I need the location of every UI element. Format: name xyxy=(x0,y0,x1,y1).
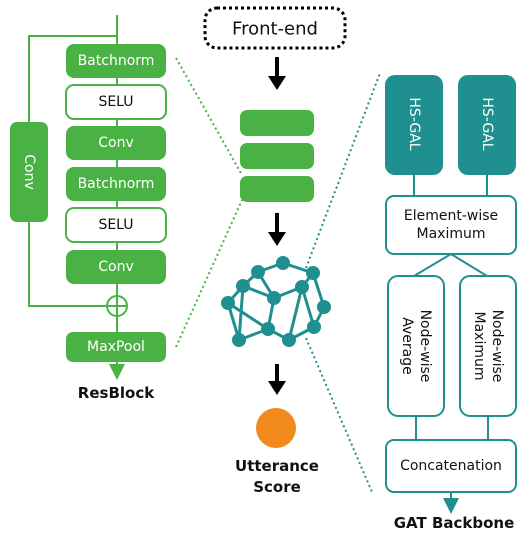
front-end-label: Front-end xyxy=(232,19,318,40)
layer-conv-2 xyxy=(66,250,166,284)
layer-label: Conv xyxy=(98,259,134,275)
layer-label: Conv xyxy=(98,135,134,151)
node-avg-label-line1: Node-wise xyxy=(417,310,433,383)
gat-backbone-diagram: HS-GAL HS-GAL Element-wise Maximum Node-… xyxy=(385,75,517,532)
down-arrow-icon xyxy=(268,57,286,90)
element-wise-label-line2: Maximum xyxy=(417,226,486,242)
resblock-diagram: Conv Batchnorm SELU Conv Batchnorm SELU … xyxy=(10,15,167,402)
layer-label: Batchnorm xyxy=(78,53,155,69)
plus-circle-icon xyxy=(106,295,128,317)
down-arrow-icon xyxy=(268,364,286,395)
zoom-line xyxy=(305,72,381,269)
resblock-stack-1 xyxy=(240,110,314,136)
node-wise-maximum-block xyxy=(459,275,517,417)
node-wise-average-block xyxy=(387,275,445,417)
hs-gal-label: HS-GAL xyxy=(479,97,495,150)
score-circle-icon xyxy=(256,408,296,448)
output-title-line1: Utterance xyxy=(235,457,319,475)
element-wise-max-block xyxy=(385,195,517,255)
graph-nodes xyxy=(221,256,331,347)
output-title-line2: Score xyxy=(253,478,301,496)
node-max-label-line2: Maximum xyxy=(471,312,487,381)
layer-batchnorm-2 xyxy=(66,167,166,201)
resblock-stack-3 xyxy=(240,176,314,202)
maxpool-block xyxy=(66,332,166,362)
concatenation-label: Concatenation xyxy=(400,458,502,474)
layer-label: SELU xyxy=(98,217,133,233)
pipeline: Front-end xyxy=(203,6,347,496)
node-avg-label-line2: Average xyxy=(399,317,415,375)
layer-label: Batchnorm xyxy=(78,176,155,192)
side-conv-block xyxy=(10,122,48,222)
down-arrow-icon xyxy=(268,213,286,246)
layer-label: SELU xyxy=(98,94,133,110)
zoom-line xyxy=(175,199,243,348)
node-max-label-line1: Node-wise xyxy=(489,310,505,383)
hs-gal-label: HS-GAL xyxy=(406,97,422,150)
side-conv-label: Conv xyxy=(21,154,37,190)
zoom-line xyxy=(175,57,243,176)
layer-batchnorm-1 xyxy=(66,44,166,78)
resblock-title: ResBlock xyxy=(78,384,155,402)
hs-gal-block-left xyxy=(385,75,443,175)
maxpool-label: MaxPool xyxy=(87,339,145,355)
connector xyxy=(413,252,488,277)
hs-gal-block-right xyxy=(458,75,516,175)
gat-backbone-title: GAT Backbone xyxy=(394,514,515,532)
resblock-stack-2 xyxy=(240,143,314,169)
front-end-block xyxy=(203,6,347,50)
element-wise-label-line1: Element-wise xyxy=(404,208,498,224)
layer-conv-1 xyxy=(66,126,166,160)
